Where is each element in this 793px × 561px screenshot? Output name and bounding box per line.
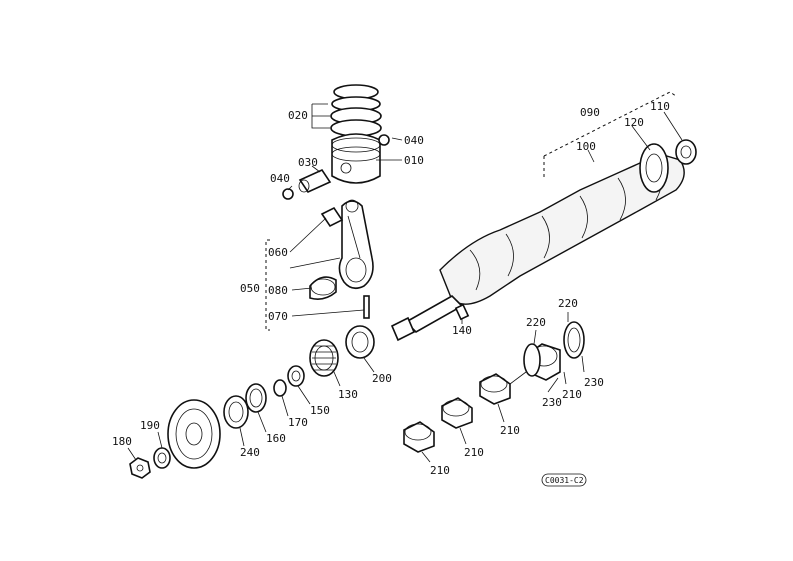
label-070: 070: [268, 310, 288, 323]
main-bearing-210-3: [479, 373, 511, 405]
label-180: 180: [112, 435, 132, 448]
label-150: 150: [310, 404, 330, 417]
label-240: 240: [240, 446, 260, 459]
label-140: 140: [452, 324, 472, 337]
washer-150: [287, 365, 305, 387]
snap-rings: [282, 134, 390, 200]
seal-240: [223, 395, 249, 429]
label-030: 030: [298, 156, 318, 169]
crank-gear-120: [639, 143, 669, 193]
piston-pin: [298, 168, 332, 194]
piston: [331, 133, 381, 184]
label-210-3: 210: [500, 424, 520, 437]
thrust-washers: [523, 321, 585, 377]
label-110: 110: [650, 100, 670, 113]
label-060: 060: [268, 246, 288, 259]
key-140: [454, 303, 470, 321]
small-end-bushing: [320, 206, 344, 228]
label-080: 080: [268, 284, 288, 297]
label-190: 190: [140, 419, 160, 432]
label-210-1: 210: [430, 464, 450, 477]
label-220-left: 220: [526, 316, 546, 329]
label-220-right: 220: [558, 297, 578, 310]
label-200: 200: [372, 372, 392, 385]
drawing-code: C0031-C2: [545, 476, 584, 485]
o-ring-170: [273, 379, 287, 397]
label-010: 010: [404, 154, 424, 167]
label-210-4: 210: [562, 388, 582, 401]
drawing-code-badge: C0031-C2: [541, 473, 587, 487]
bearing-110: [675, 139, 697, 165]
connecting-rod: [338, 199, 374, 290]
leaders-front: [127, 357, 375, 461]
label-130: 130: [338, 388, 358, 401]
label-090: 090: [580, 106, 600, 119]
label-040-right: 040: [404, 134, 424, 147]
leaders-crank: [461, 91, 683, 324]
rod-bolt: [363, 295, 370, 319]
label-100: 100: [576, 140, 596, 153]
leaders-piston: [265, 103, 403, 331]
label-050: 050: [240, 282, 260, 295]
pulley: [167, 399, 221, 469]
washer-190: [153, 447, 171, 469]
gear-130: [309, 339, 339, 377]
crankshaft: [390, 153, 685, 342]
main-bearing-210-2: [441, 397, 473, 429]
collar-160: [245, 383, 267, 413]
label-170: 170: [288, 416, 308, 429]
leaders-bearings: [421, 312, 585, 463]
main-bearing-210-1: [403, 421, 435, 453]
label-160: 160: [266, 432, 286, 445]
piston-rings: [330, 84, 382, 137]
nut-180: [129, 457, 151, 479]
label-210-2: 210: [464, 446, 484, 459]
gear-200: [345, 325, 375, 359]
label-120: 120: [624, 116, 644, 129]
label-020: 020: [288, 109, 308, 122]
rod-bearing: [309, 276, 337, 300]
label-230-right: 230: [584, 376, 604, 389]
label-040-left: 040: [270, 172, 290, 185]
label-230-left: 230: [542, 396, 562, 409]
